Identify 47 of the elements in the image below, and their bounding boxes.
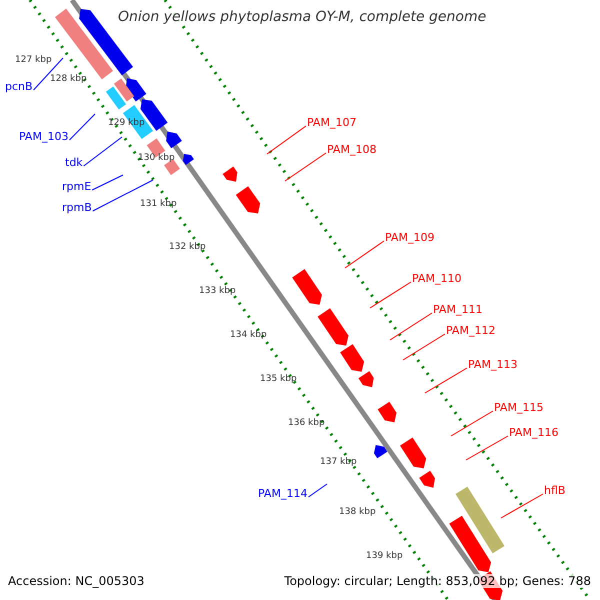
- scale-label: 138 kbp: [339, 506, 376, 519]
- leader-line: [344, 240, 384, 268]
- gene-label: PAM_110: [412, 272, 462, 286]
- accession-text: Accession: NC_005303: [8, 574, 144, 588]
- leader-line: [370, 282, 412, 308]
- gene-label: PAM_109: [385, 231, 434, 245]
- leader-line: [500, 494, 544, 518]
- leader-line: [68, 114, 96, 140]
- title: Onion yellows phytoplasma OY-M, complete genome: [118, 10, 486, 24]
- gene-label: rpmB: [62, 201, 92, 215]
- gene-label: PAM_116: [509, 426, 558, 440]
- leader-line: [450, 410, 494, 436]
- gene-label: PAM_107: [307, 116, 356, 130]
- scale-label: 128 kbp: [50, 73, 87, 86]
- leader-line: [402, 334, 446, 360]
- leader-line: [266, 126, 306, 154]
- scale-label: 134 kbp: [230, 329, 267, 342]
- gene-label: PAM_111: [433, 303, 482, 317]
- leader-line: [308, 484, 328, 498]
- scale-label: 136 kbp: [288, 417, 325, 430]
- leader-line: [83, 136, 122, 166]
- leader-line: [92, 174, 124, 190]
- leader-line: [33, 58, 64, 90]
- scale-label: 137 kbp: [320, 456, 357, 469]
- gene-label: PAM_115: [494, 401, 544, 415]
- leader-line: [424, 368, 468, 394]
- scale-label: 133 kbp: [199, 285, 236, 298]
- genome-info-text: Topology: circular; Length: 853,092 bp; Genes: 788: [284, 574, 591, 588]
- gene-label: hflB: [544, 484, 566, 498]
- gene-label: tdk: [65, 156, 83, 170]
- scale-label: 130 kbp: [138, 152, 175, 165]
- leader-line: [284, 152, 326, 182]
- gene-label: PAM_114: [258, 487, 308, 501]
- gene-label: rpmE: [62, 180, 92, 194]
- gene-label: PAM_108: [327, 143, 376, 157]
- leader-line: [466, 436, 508, 460]
- leader-line: [92, 180, 154, 212]
- scale-label: 135 kbp: [260, 373, 297, 386]
- gene-label: PAM_112: [446, 324, 496, 338]
- gene-label: PAM_103: [19, 130, 68, 144]
- scale-label: 131 kbp: [140, 198, 177, 211]
- gene-label: PAM_113: [468, 358, 518, 372]
- scale-label: 127 kbp: [15, 54, 52, 67]
- leader-line: [390, 312, 432, 340]
- scale-label: 132 kbp: [169, 241, 206, 254]
- scale-label: 139 kbp: [366, 550, 403, 563]
- gene-label: pcnB: [5, 80, 33, 94]
